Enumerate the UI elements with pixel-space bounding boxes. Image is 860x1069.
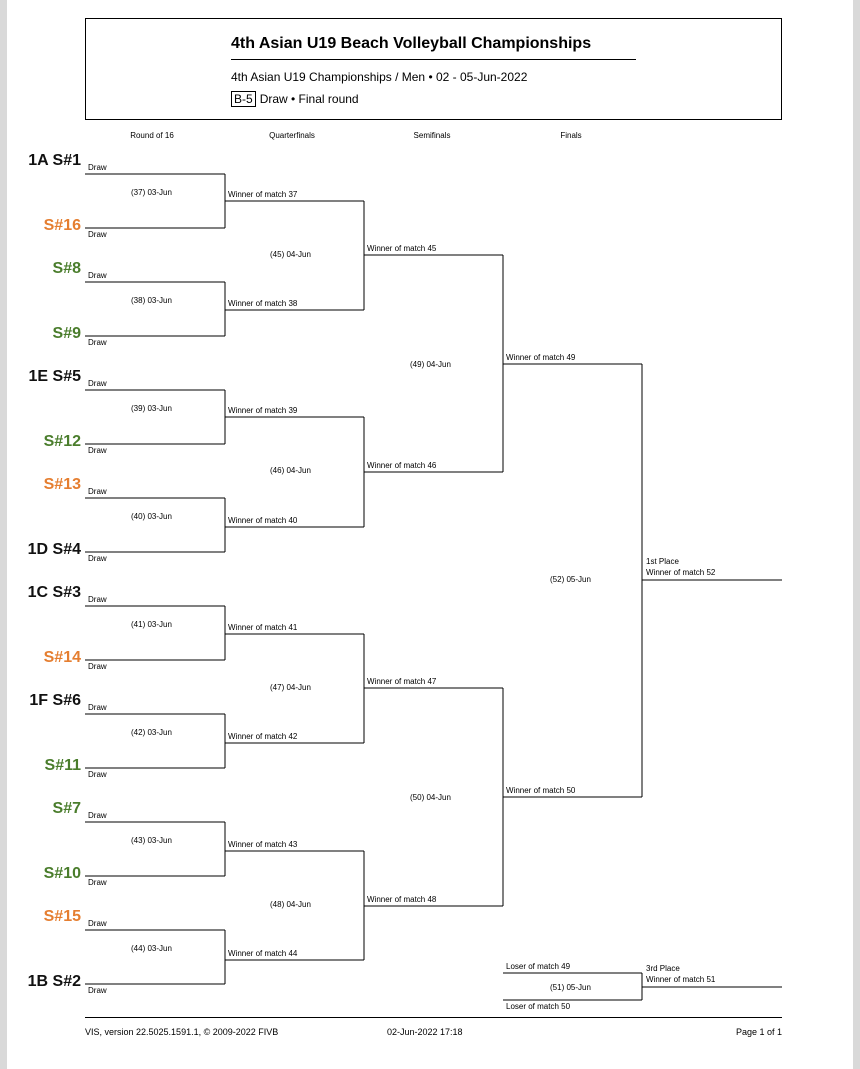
r16-match-label: (38) 03-Jun <box>131 296 172 305</box>
r16-match-label: (37) 03-Jun <box>131 188 172 197</box>
seed-label: S#7 <box>52 800 81 817</box>
final-entry-label: Winner of match 49 <box>506 353 576 362</box>
third-place-entry-label: Loser of match 50 <box>506 1002 571 1011</box>
qf-entry-label: Winner of match 39 <box>228 406 298 415</box>
draw-label: Draw <box>88 379 107 388</box>
round-header-qf: Quarterfinals <box>269 131 315 140</box>
r16-match-label: (43) 03-Jun <box>131 836 172 845</box>
draw-label: Draw <box>88 554 107 563</box>
seed-label: S#15 <box>43 908 81 925</box>
page-title: 4th Asian U19 Beach Volleyball Champions… <box>231 35 592 52</box>
draw-label: Draw <box>88 986 107 995</box>
round-header-sf: Semifinals <box>413 131 451 140</box>
footer-version: VIS, version 22.5025.1591.1, © 2009-2022… <box>85 1027 279 1037</box>
r16-match-label: (40) 03-Jun <box>131 512 172 521</box>
draw-label: Draw <box>88 487 107 496</box>
seed-label: S#9 <box>52 325 81 342</box>
sf-match-label: (50) 04-Jun <box>410 793 451 802</box>
draw-label: Draw <box>88 662 107 671</box>
draw-label: Draw <box>88 770 107 779</box>
qf-entry-label: Winner of match 38 <box>228 299 298 308</box>
sf-entry-label: Winner of match 45 <box>367 244 437 253</box>
draw-label: Draw <box>88 595 107 604</box>
seed-label: 1F S#6 <box>29 692 81 709</box>
draw-label: Draw <box>88 919 107 928</box>
first-place-label: 1st Place <box>646 557 679 566</box>
seed-label: 1B S#2 <box>27 973 81 990</box>
qf-entry-label: Winner of match 43 <box>228 840 298 849</box>
qf-entry-label: Winner of match 44 <box>228 949 298 958</box>
left-page-edge <box>0 0 7 1069</box>
round-header-final: Finals <box>560 131 582 140</box>
footer-rule <box>85 1017 782 1018</box>
qf-match-label: (45) 04-Jun <box>270 249 311 259</box>
qf-match-label: (47) 04-Jun <box>270 682 311 692</box>
r16-match-label: (41) 03-Jun <box>131 620 172 629</box>
qf-match-label: (46) 04-Jun <box>270 466 311 475</box>
sf-match-label: (49) 04-Jun <box>410 359 451 369</box>
r16-match-label: (44) 03-Jun <box>131 944 172 953</box>
seed-label: S#11 <box>44 757 81 774</box>
qf-entry-label: Winner of match 37 <box>228 190 298 199</box>
seed-label: S#8 <box>52 260 81 277</box>
draw-label: Draw <box>88 163 107 172</box>
final-match-label: (52) 05-Jun <box>550 575 591 584</box>
header-box: 4th Asian U19 Beach Volleyball Champions… <box>85 18 782 120</box>
draw-label: Draw <box>88 271 107 280</box>
qf-entry-label: Winner of match 42 <box>228 732 298 741</box>
event-subtitle: 4th Asian U19 Championships / Men • 02 -… <box>231 70 528 84</box>
third-place-match-label: (51) 05-Jun <box>550 983 591 992</box>
seed-label: 1D S#4 <box>27 541 81 558</box>
third-place-entry-label: Loser of match 49 <box>506 962 571 971</box>
seed-label: S#16 <box>43 217 81 234</box>
draw-label: Draw <box>88 446 107 455</box>
title-underline <box>231 59 636 60</box>
seed-label: S#14 <box>43 649 81 666</box>
seed-label: S#13 <box>43 476 81 493</box>
r16-match-label: (39) 03-Jun <box>131 404 172 413</box>
final-entry-label: Winner of match 50 <box>506 786 576 795</box>
r16-match-label: (42) 03-Jun <box>131 728 172 737</box>
seed-label: 1A S#1 <box>28 152 81 169</box>
sf-entry-label: Winner of match 47 <box>367 677 437 686</box>
qf-entry-label: Winner of match 40 <box>228 516 298 525</box>
phase-code-badge: B-5 <box>231 91 256 107</box>
round-header-r16: Round of 16 <box>130 131 174 140</box>
footer-datetime: 02-Jun-2022 17:18 <box>387 1027 463 1037</box>
draw-label: Draw <box>88 338 107 347</box>
draw-label: Draw <box>88 230 107 239</box>
draw-label: Draw <box>88 878 107 887</box>
draw-label: Draw <box>88 811 107 820</box>
right-page-edge <box>853 0 860 1069</box>
seed-label: 1E S#5 <box>28 368 81 385</box>
sf-entry-label: Winner of match 46 <box>367 461 437 470</box>
first-place-winner: Winner of match 52 <box>646 568 716 577</box>
phase-label: Draw • Final round <box>259 92 359 106</box>
seed-label: 1C S#3 <box>27 584 81 601</box>
footer-page-number: Page 1 of 1 <box>735 1027 782 1037</box>
sf-entry-label: Winner of match 48 <box>367 895 437 904</box>
qf-match-label: (48) 04-Jun <box>270 899 311 909</box>
third-place-winner: Winner of match 51 <box>646 975 716 984</box>
draw-label: Draw <box>88 703 107 712</box>
seed-label: S#10 <box>43 865 81 882</box>
qf-entry-label: Winner of match 41 <box>228 623 298 632</box>
seed-label: S#12 <box>43 433 81 450</box>
third-place-label: 3rd Place <box>646 964 680 973</box>
